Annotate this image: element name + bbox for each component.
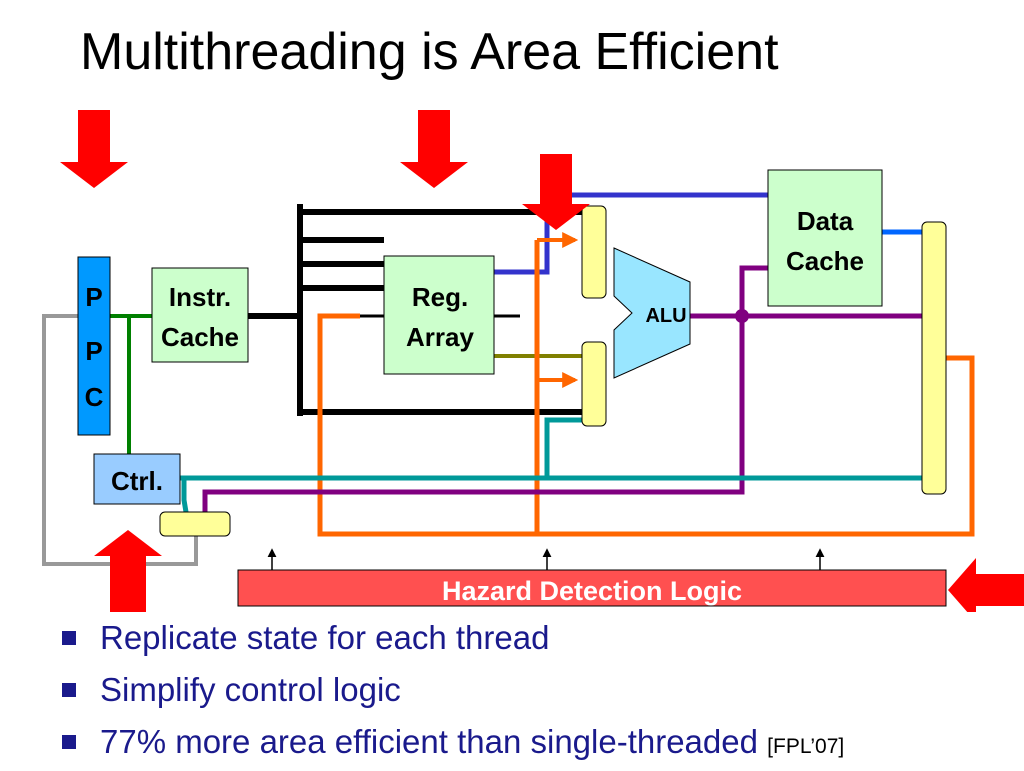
bullet-item: Simplify control logic (62, 666, 844, 718)
alu-input-mux-bottom (581, 341, 607, 427)
data-cache (767, 169, 883, 307)
red-arrow-up-ctrl (94, 530, 162, 612)
instr-cache-label-1: Instr. (169, 282, 231, 312)
control-unit (93, 453, 181, 505)
bullet-square-icon (62, 631, 76, 645)
pipeline-diagram: P P C Instr. Cache Reg. Array ALU Data C… (42, 110, 1024, 612)
writeback-control-wire (180, 417, 922, 513)
pc-label-p1: P (85, 282, 102, 312)
bullet-item: 77% more area efficient than single-thre… (62, 718, 844, 770)
bullet-item: Replicate state for each thread (62, 614, 844, 666)
instruction-cache (151, 267, 249, 363)
register-array (383, 255, 495, 375)
red-arrow-down-regfile (400, 110, 468, 188)
pc-feedback-wire (42, 314, 198, 566)
slide-title: Multithreading is Area Efficient (80, 23, 779, 81)
red-arrow-left-hazard (948, 558, 1024, 612)
instr-cache-label-2: Cache (161, 322, 239, 352)
reg-array-label-1: Reg. (412, 282, 468, 312)
bullet-square-icon (62, 735, 76, 749)
bullet-text: Replicate state for each thread (100, 619, 550, 656)
data-cache-label-1: Data (797, 206, 854, 236)
hazard-label: Hazard Detection Logic (442, 576, 742, 606)
alu-input-mux-top (581, 205, 607, 299)
bullet-text: 77% more area efficient than single-thre… (100, 723, 758, 760)
pc-label-c: C (85, 382, 104, 412)
hazard-detection-logic (237, 569, 947, 607)
data-cache-bypass-wire (494, 192, 768, 275)
program-counter (77, 256, 111, 436)
pc-select-mux (159, 511, 231, 537)
bullet-square-icon (62, 683, 76, 697)
pc-control-wire (110, 314, 152, 454)
alu-label: ALU (645, 305, 686, 327)
data-cache-label-2: Cache (786, 246, 864, 276)
red-arrow-down-pc (60, 110, 128, 188)
citation: [FPL’07] (767, 735, 845, 758)
alu (613, 247, 691, 379)
wire-junction (735, 309, 749, 323)
bullet-list: Replicate state for each thread Simplify… (62, 614, 844, 770)
red-arrow-down-mux (522, 154, 590, 230)
alu-result-wire (202, 265, 922, 512)
reg-array-label-2: Array (406, 322, 474, 352)
pc-label-p2: P (85, 336, 102, 366)
bullet-text: Simplify control logic (100, 671, 401, 708)
writeback-mux (921, 221, 947, 495)
forwarding-wire (317, 240, 975, 537)
ctrl-label: Ctrl. (111, 466, 163, 496)
